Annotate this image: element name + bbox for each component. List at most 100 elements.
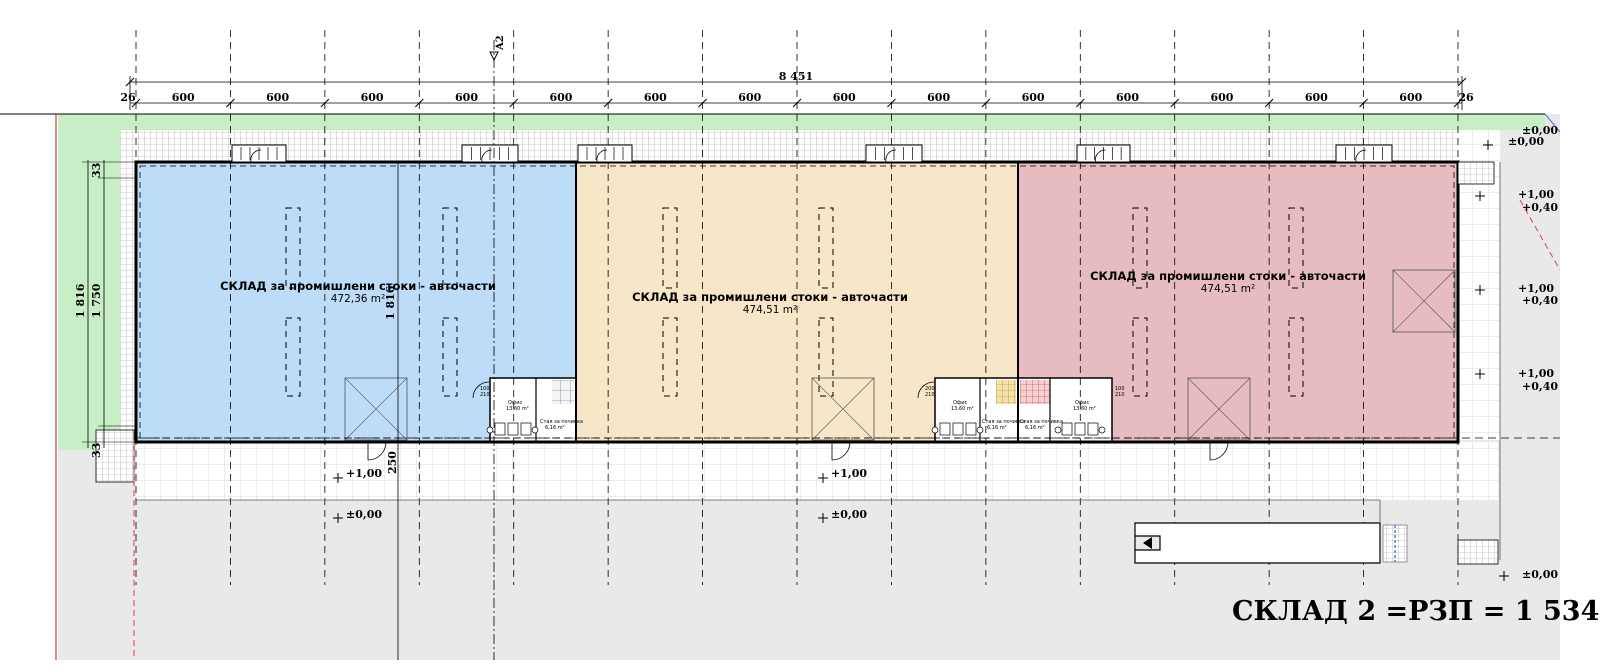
- dim-tick: [125, 77, 135, 87]
- paved-top-strip: [120, 130, 1500, 162]
- office-label-1: Офис: [508, 400, 522, 406]
- loading-dock-2: [811, 377, 875, 441]
- dim-tick: [131, 98, 141, 108]
- office-area-2: 13,60 m²: [951, 406, 974, 412]
- bay-dimension: 600: [833, 91, 856, 104]
- edge-dimension-left: 26: [120, 91, 136, 104]
- green-area: [58, 114, 135, 450]
- level-plus1-right-2: +1,00: [1518, 282, 1554, 295]
- office-desks: [486, 422, 1106, 436]
- section-arrow: [489, 51, 499, 62]
- room-area-1: 472,36 m²: [331, 293, 386, 305]
- wc-tiles-2: [996, 380, 1016, 404]
- level-zero-left: ±0,00: [346, 508, 382, 521]
- dim-tick: [792, 98, 802, 108]
- door-swing: [481, 149, 493, 163]
- skylight: [818, 317, 834, 397]
- left-bottom-dimension: 33: [90, 443, 103, 458]
- room-area-3: 474,51 m²: [1201, 283, 1256, 295]
- door-mark-1b: 210: [480, 392, 490, 398]
- dim-tick: [1453, 98, 1463, 108]
- left-stairs: [95, 429, 135, 483]
- section-axis-label: A2: [495, 35, 506, 51]
- level-plus1-middle: +1,00: [831, 467, 867, 480]
- loading-dock-1: [344, 377, 408, 441]
- overall-dimension: 8 451: [779, 70, 813, 83]
- paved-bottom-strip: [136, 442, 1498, 500]
- door-mark-1: 100: [480, 386, 490, 392]
- top-windows: [231, 144, 1393, 163]
- skylight: [285, 317, 301, 397]
- office-label-2: Офис: [953, 400, 967, 406]
- wc-label-1: Стая за почивка: [540, 419, 583, 425]
- inner-vertical-dimension: 1 816: [384, 285, 397, 320]
- left-inner-dimension: 1 750: [90, 283, 103, 318]
- bay-dimension: 600: [1210, 91, 1233, 104]
- bay-dimension: 600: [361, 91, 384, 104]
- skylight: [285, 207, 301, 289]
- bay-grid-lines: [135, 30, 1459, 585]
- wc-label-3: Стая за почивка: [1020, 419, 1063, 425]
- dim-tick: [414, 98, 424, 108]
- bay-dimension: 600: [1116, 91, 1139, 104]
- left-top-dimension: 33: [90, 163, 103, 178]
- wc-tiles-3: [1020, 380, 1050, 404]
- level-plus04-right-1: +0,40: [1522, 201, 1558, 214]
- wc-area-3: 6,16 m²: [1025, 425, 1045, 431]
- office-label-3: Офис: [1075, 400, 1089, 406]
- level-markers: [333, 140, 1509, 581]
- dim-tick: [1264, 98, 1274, 108]
- dim-tick: [1457, 77, 1467, 87]
- level-plus1-right-3: +1,00: [1518, 367, 1554, 380]
- site-boundary-blue: [1544, 113, 1561, 133]
- area-summary: СКЛАД 2 =РЗП = 1 534,74: [1232, 596, 1600, 627]
- dim-tick: [1075, 98, 1085, 108]
- level-zero-middle: ±0,00: [831, 508, 867, 521]
- bay-dimension: 600: [1022, 91, 1045, 104]
- bay-dimension: 600: [266, 91, 289, 104]
- left-dimensions: [82, 160, 136, 448]
- dim-tick: [887, 98, 896, 108]
- door-swing: [1355, 149, 1367, 163]
- level-zero-right-top: ±0,00: [1522, 124, 1558, 137]
- room-area-2: 474,51 m²: [743, 304, 798, 316]
- room-name-2: СКЛАД за промишлени стоки - авточасти: [632, 290, 908, 304]
- level-plus1-right-1: +1,00: [1518, 188, 1554, 201]
- room-name-3: СКЛАД за промишлени стоки - авточасти: [1090, 269, 1366, 283]
- dim-tick: [1359, 98, 1368, 108]
- door-swings: [367, 381, 1229, 461]
- wc-area-2: 6,16 m²: [987, 425, 1007, 431]
- door-swing: [1094, 149, 1106, 163]
- door-mark-3: 100: [1115, 386, 1125, 392]
- loading-dock-4: [1392, 269, 1456, 333]
- wc-area-1: 6,16 m²: [545, 425, 565, 431]
- skylight: [1288, 207, 1304, 289]
- door-swing: [250, 149, 262, 163]
- skylight: [442, 317, 458, 397]
- bottom-short-dimension: 250: [386, 451, 399, 474]
- skylight: [662, 317, 678, 397]
- left-outer-dimension: 1 816: [74, 283, 87, 318]
- skylight: [662, 207, 678, 289]
- level-zero-right-top-2: ±0,00: [1508, 135, 1544, 148]
- door-swing: [885, 149, 897, 163]
- dim-tick: [509, 98, 519, 108]
- door-swing: [596, 149, 608, 163]
- skylight: [1288, 317, 1304, 397]
- bottom-right-block: [1134, 522, 1408, 564]
- dim-tick: [320, 98, 330, 108]
- top-dimensions: [125, 76, 1467, 110]
- edge-dimension-right: 26: [1458, 91, 1474, 104]
- wc-label-2: Стая за почивка: [982, 419, 1025, 425]
- green-strip-top: [135, 114, 1545, 130]
- bay-dimension: 600: [927, 91, 950, 104]
- right-stairs: [1457, 161, 1499, 565]
- dim-tick: [698, 98, 707, 108]
- skylight: [1132, 207, 1148, 289]
- dim-tick: [603, 98, 613, 108]
- paved-left-strip: [120, 130, 136, 442]
- bay-dimension: 600: [455, 91, 478, 104]
- level-plus04-right-2: +0,40: [1522, 294, 1558, 307]
- dim-tick: [981, 98, 991, 108]
